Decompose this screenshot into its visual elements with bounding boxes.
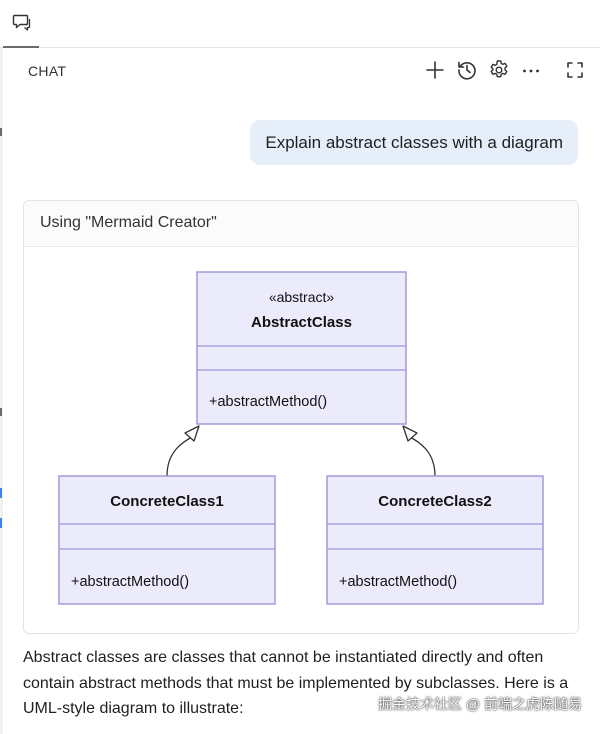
class-method: +abstractMethod() (71, 574, 189, 590)
class-stereotype: «abstract» (269, 289, 335, 305)
history-button[interactable] (455, 58, 479, 82)
chat-tab[interactable] (3, 0, 39, 48)
edge-mark (0, 518, 2, 528)
settings-button[interactable] (487, 58, 511, 82)
class-box-concrete-2: ConcreteClass2 +abstractMethod() (326, 475, 544, 605)
chat-header: CHAT (0, 48, 600, 94)
edge-mark (0, 128, 2, 136)
class-name: ConcreteClass1 (110, 493, 223, 510)
edge-mark (0, 488, 2, 498)
tool-result-card: Using "Mermaid Creator" «abstract» Abstr… (23, 200, 579, 634)
assistant-response: Abstract classes are classes that cannot… (23, 649, 569, 717)
plus-icon (426, 61, 444, 79)
more-icon (523, 69, 539, 73)
more-actions-button[interactable] (519, 58, 543, 82)
activity-tab-bar (0, 0, 600, 48)
user-message: Explain abstract classes with a diagram (250, 120, 578, 165)
left-edge (0, 0, 3, 734)
gear-icon (490, 60, 508, 78)
inheritance-arrowhead (402, 425, 418, 442)
history-icon (458, 61, 476, 80)
edge-mark (0, 408, 2, 416)
class-box-abstract: «abstract» AbstractClass +abstractMethod… (196, 271, 407, 425)
class-diagram: «abstract» AbstractClass +abstractMethod… (58, 271, 544, 605)
new-chat-button[interactable] (423, 58, 447, 82)
maximize-icon (567, 62, 583, 78)
inheritance-line (407, 435, 436, 477)
panel-title: CHAT (28, 63, 67, 79)
chat-bubble-icon (12, 14, 31, 31)
class-name: ConcreteClass2 (378, 493, 491, 510)
class-name: AbstractClass (251, 314, 352, 331)
class-method: +abstractMethod() (339, 574, 457, 590)
inheritance-arrowhead (184, 425, 200, 442)
watermark: 掘金技术社区 @ 前端之虎陈随易 (378, 696, 582, 712)
inheritance-line (166, 435, 195, 477)
tool-title: Using "Mermaid Creator" (40, 214, 217, 231)
tool-card-header[interactable]: Using "Mermaid Creator" (24, 201, 578, 247)
class-method: +abstractMethod() (209, 394, 327, 410)
class-box-concrete-1: ConcreteClass1 +abstractMethod() (58, 475, 276, 605)
maximize-button[interactable] (563, 58, 587, 82)
